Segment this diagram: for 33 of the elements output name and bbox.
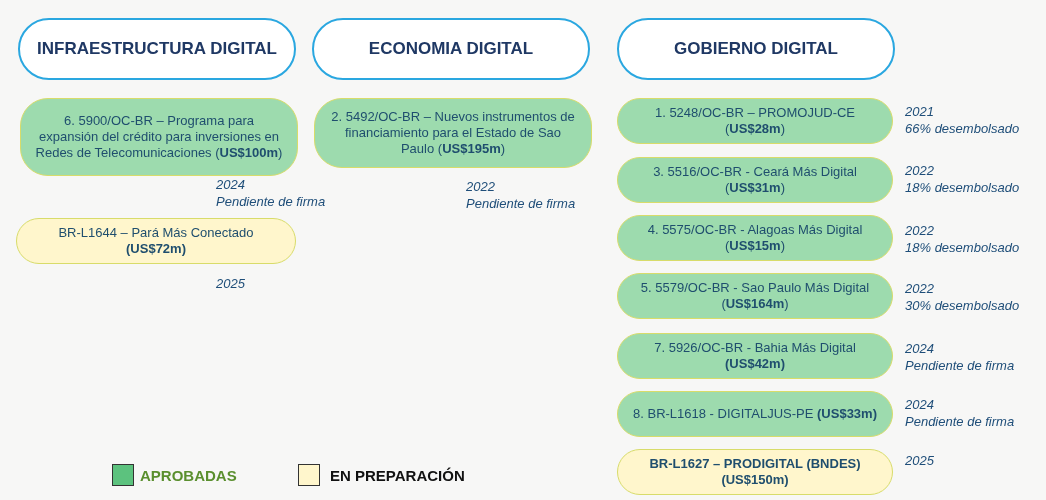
- status-note: 2025: [216, 275, 245, 292]
- status-note: 18% desembolsado: [905, 239, 1020, 256]
- legend-label: APROBADAS: [140, 467, 237, 484]
- category-header: ECONOMIA DIGITAL: [312, 18, 590, 80]
- project-pill: BR-L1627 – PRODIGITAL (BNDES) (US$150m): [617, 449, 893, 495]
- project-pill: 4. 5575/OC-BR - Alagoas Más Digital (US$15m): [617, 215, 893, 261]
- status-note: 2022: [905, 280, 934, 297]
- status-note: Pendiente de firma: [905, 357, 1015, 374]
- project-pill: 8. BR-L1618 - DIGITALJUS-PE (US$33m): [617, 391, 893, 437]
- status-note: 2022: [905, 222, 934, 239]
- project-pill: 7. 5926/OC-BR - Bahia Más Digital (US$42m): [617, 333, 893, 379]
- status-note: 2021: [905, 103, 934, 120]
- status-note: 2022: [905, 162, 934, 179]
- status-note: 2024: [216, 176, 245, 193]
- status-note: 2022: [466, 178, 495, 195]
- category-header: GOBIERNO DIGITAL: [617, 18, 895, 80]
- project-pill: BR-L1644 – Pará Más Conectado (US$72m): [16, 218, 296, 264]
- project-pill: 1. 5248/OC-BR – PROMOJUD-CE (US$28m): [617, 98, 893, 144]
- status-note: Pendiente de firma: [905, 413, 1015, 430]
- status-note: 2025: [905, 452, 934, 469]
- project-pill: 3. 5516/OC-BR - Ceará Más Digital (US$31m): [617, 157, 893, 203]
- status-note: 2024: [905, 396, 934, 413]
- status-note: 2024: [905, 340, 934, 357]
- legend-label: EN PREPARACIÓN: [330, 467, 465, 484]
- project-pill: 5. 5579/OC-BR - Sao Paulo Más Digital (US$164m): [617, 273, 893, 319]
- status-note: Pendiente de firma: [216, 193, 326, 210]
- status-note: 18% desembolsado: [905, 179, 1020, 196]
- category-header: INFRAESTRUCTURA DIGITAL: [18, 18, 296, 80]
- status-note: 30% desembolsado: [905, 297, 1020, 314]
- status-note: Pendiente de firma: [466, 195, 576, 212]
- project-pill: 2. 5492/OC-BR – Nuevos instrumentos de financiamiento para el Estado de Sao Paulo (US$195m): [314, 98, 592, 168]
- project-pill: 6. 5900/OC-BR – Programa para expansión del crédito para inversiones en Redes de Telecomunicaciones (US$100m): [20, 98, 298, 176]
- status-note: 66% desembolsado: [905, 120, 1020, 137]
